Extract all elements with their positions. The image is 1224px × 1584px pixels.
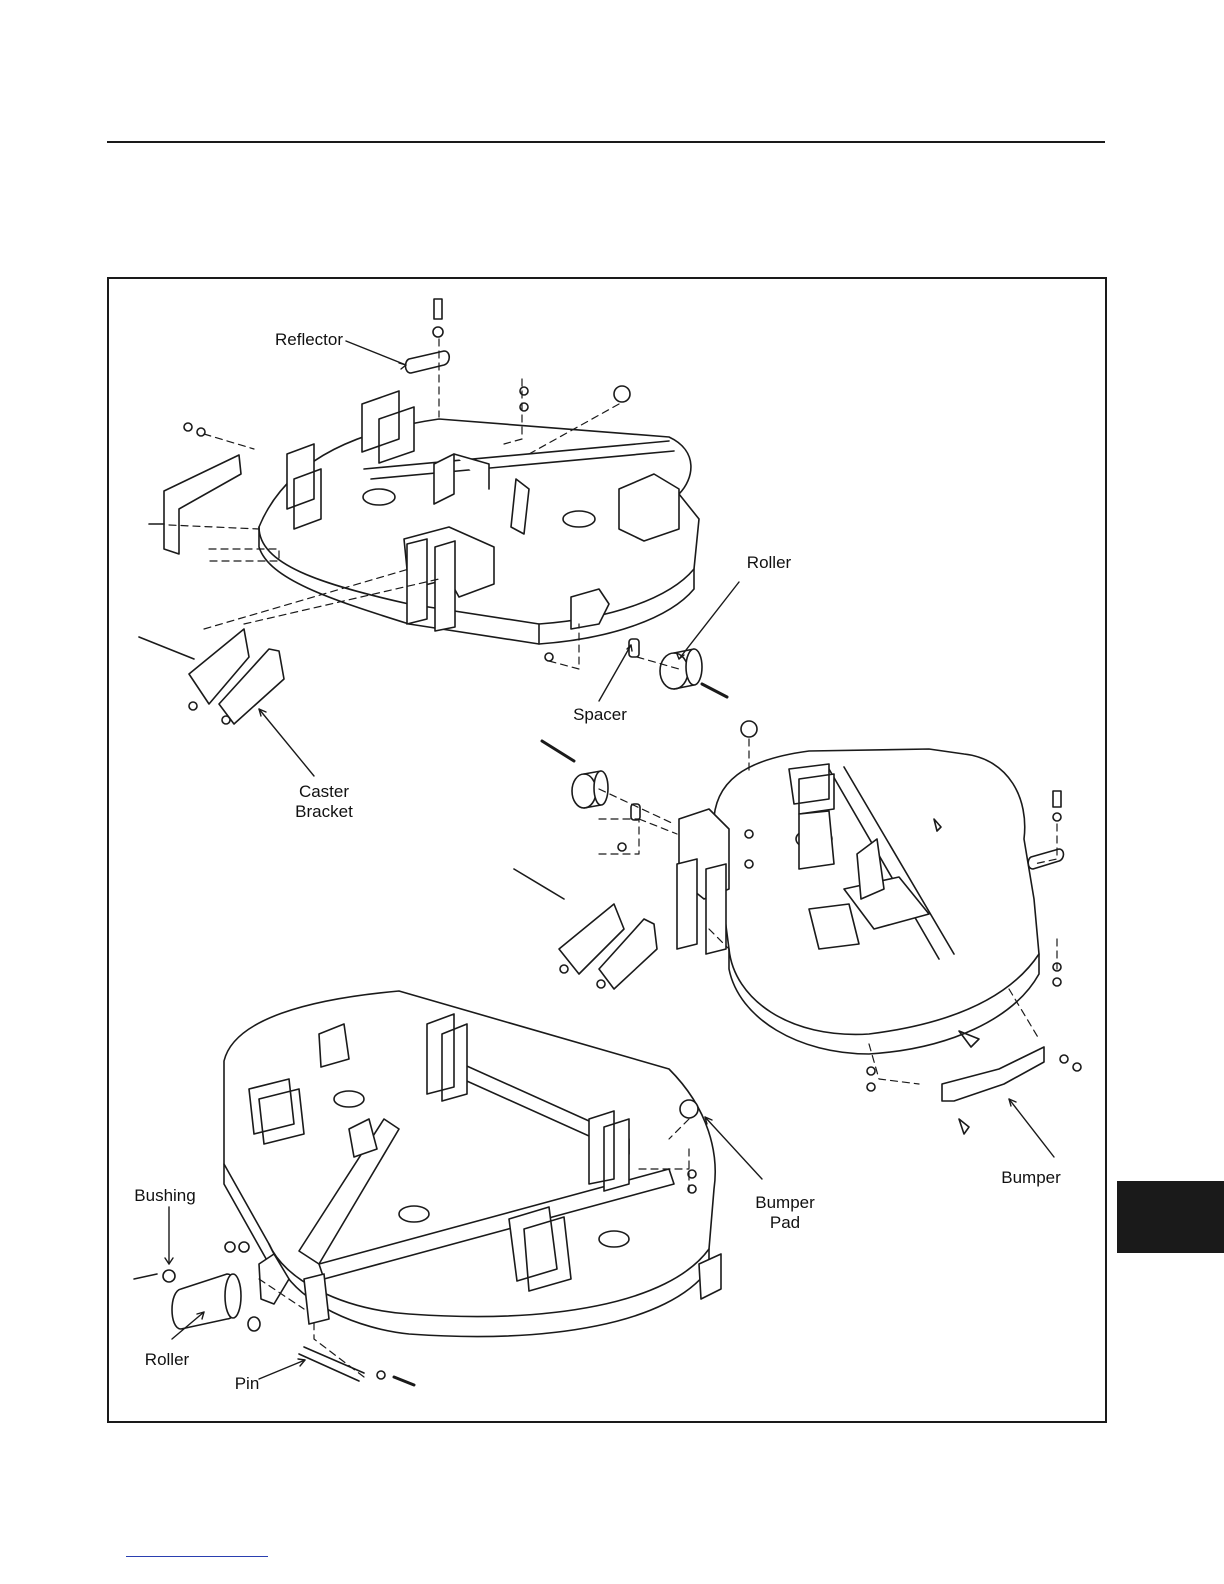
pin-leader xyxy=(259,1360,305,1379)
reflector-label: Reflector xyxy=(270,330,348,350)
bushing-label: Bushing xyxy=(127,1186,203,1206)
parts-diagram-frame: Reflector Roller Spacer Caster Bracket B… xyxy=(107,277,1107,1423)
bumper-pad-part xyxy=(614,386,630,402)
roller-part xyxy=(660,653,688,689)
spacer-label: Spacer xyxy=(564,705,636,725)
reflector-leader xyxy=(346,341,406,365)
caster-bracket-leader xyxy=(259,709,314,776)
caster-bracket-label: Caster Bracket xyxy=(284,782,364,822)
roller-label-top: Roller xyxy=(739,553,799,573)
section-tab xyxy=(1117,1181,1224,1253)
footer-link-underline[interactable] xyxy=(126,1556,268,1557)
roller-label-bottom: Roller xyxy=(137,1350,197,1370)
pin-label: Pin xyxy=(229,1374,265,1394)
reflector-part xyxy=(405,351,449,373)
header-rule xyxy=(107,141,1105,143)
bumper-label: Bumper xyxy=(995,1168,1067,1188)
top-deck xyxy=(139,299,727,724)
mower-deck-exploded-diagram xyxy=(109,279,1105,1421)
bumper-part xyxy=(942,1047,1044,1101)
bumper-leader xyxy=(1009,1099,1054,1157)
spacer-part xyxy=(629,639,639,657)
bottom-deck xyxy=(134,991,721,1385)
spacer-leader xyxy=(599,645,631,701)
bushing-part xyxy=(163,1270,175,1282)
roller-leader xyxy=(679,582,739,659)
bumper-pad-label: Bumper Pad xyxy=(745,1193,825,1233)
